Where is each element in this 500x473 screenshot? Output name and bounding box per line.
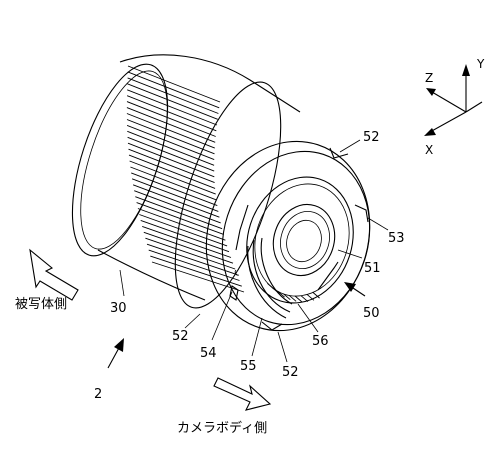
ref-52-top: 52 [363,130,380,145]
ref-52-left: 52 [172,329,189,344]
claw-notch-top [329,147,349,159]
object-side-arrow [29,248,79,301]
rear-lens-element [272,203,336,277]
claw-notch-right [354,204,369,223]
lens-barrel [71,54,301,309]
ref-50: 50 [363,306,380,321]
ref-54: 54 [200,346,217,361]
axis-label-y: Y [476,57,485,71]
ref-30: 30 [110,301,127,316]
ref-2-arrow [107,338,124,369]
lock-pin [229,285,239,301]
electrical-contacts [267,283,320,303]
claw-notch-bottom [261,321,283,331]
axis-label-x: X [425,143,433,157]
camera-body-side-label: カメラボディ側 [177,420,267,436]
ref-50-arrow [344,282,366,297]
focus-ring-knurling [126,65,245,293]
ref-52-bottom: 52 [282,365,299,380]
axis-label-z: Z [425,71,433,85]
ref-55: 55 [240,359,257,374]
ref-51: 51 [364,261,381,276]
object-side-label: 被写体側 [15,297,67,312]
lens-mount [205,140,371,332]
leader-lines [119,139,389,363]
camera-body-side-arrow [213,377,272,411]
coordinate-axes [424,64,483,136]
ref-53: 53 [388,231,405,246]
ref-56: 56 [312,334,329,349]
ref-2: 2 [94,387,102,402]
